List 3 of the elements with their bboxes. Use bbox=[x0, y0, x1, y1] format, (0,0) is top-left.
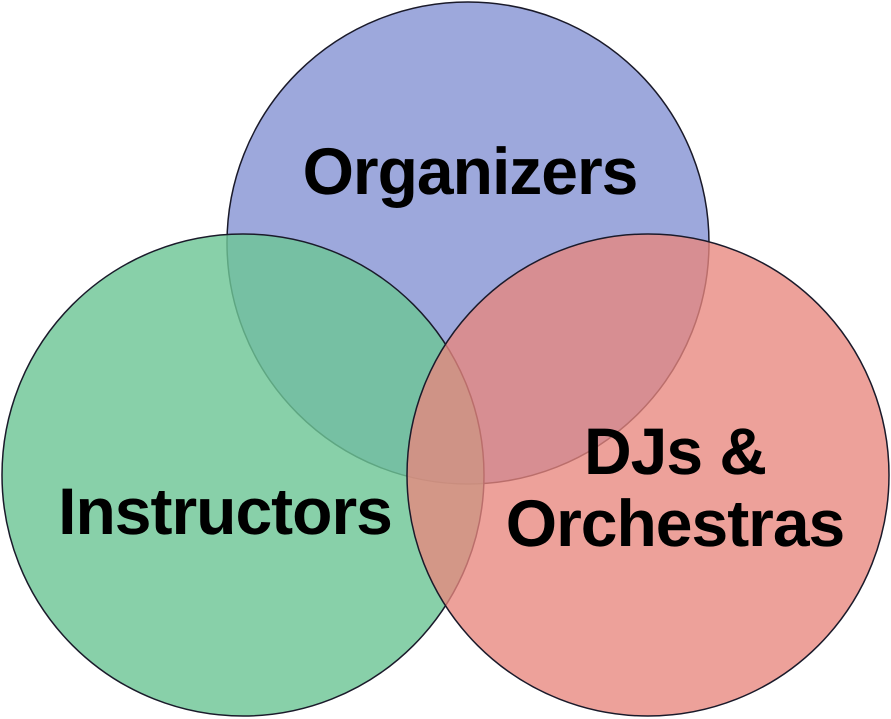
circle-label: Instructors bbox=[57, 475, 393, 547]
circle-label: Organizers bbox=[302, 135, 638, 207]
circle-label: DJs & Orchestras bbox=[504, 415, 846, 559]
